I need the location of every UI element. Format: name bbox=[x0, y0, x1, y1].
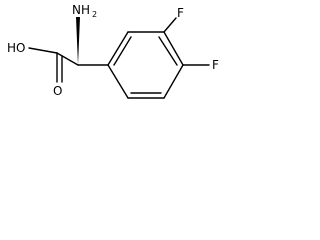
fluorine-para-label: F bbox=[212, 58, 219, 72]
ring-bond-3 bbox=[163, 31, 184, 66]
ring-bond-1 bbox=[107, 31, 129, 66]
amine-label: NH bbox=[72, 3, 90, 17]
ring-double-bond-2 bbox=[158, 36, 178, 66]
bond-c-oh bbox=[28, 47, 58, 54]
molecule-structure: NH 2 HO O F F bbox=[7, 3, 219, 99]
ring-double-bond-1 bbox=[113, 36, 132, 66]
fluorine-meta-label: F bbox=[177, 6, 184, 20]
ring-bond-4 bbox=[163, 64, 184, 99]
hydroxyl-label: HO bbox=[7, 41, 25, 55]
molecule-canvas: NH 2 HO O F F bbox=[0, 0, 232, 136]
wedge-bond-c-alpha-n bbox=[76, 17, 80, 65]
bond-c-f-meta bbox=[163, 17, 177, 33]
amine-subscript: 2 bbox=[92, 10, 97, 19]
carbonyl-oxygen-label: O bbox=[53, 84, 62, 98]
ring-bond-6 bbox=[107, 64, 129, 99]
bond-carboxyl-c-alpha-c bbox=[56, 52, 79, 66]
